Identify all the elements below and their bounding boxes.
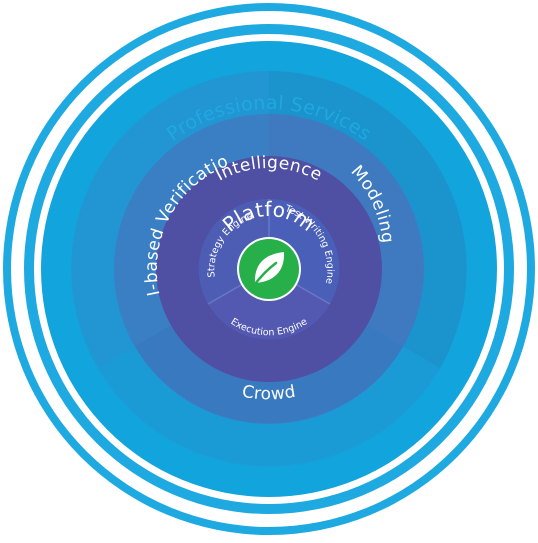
crowd-label: Crowd bbox=[241, 382, 298, 405]
leaf-icon bbox=[250, 252, 285, 290]
